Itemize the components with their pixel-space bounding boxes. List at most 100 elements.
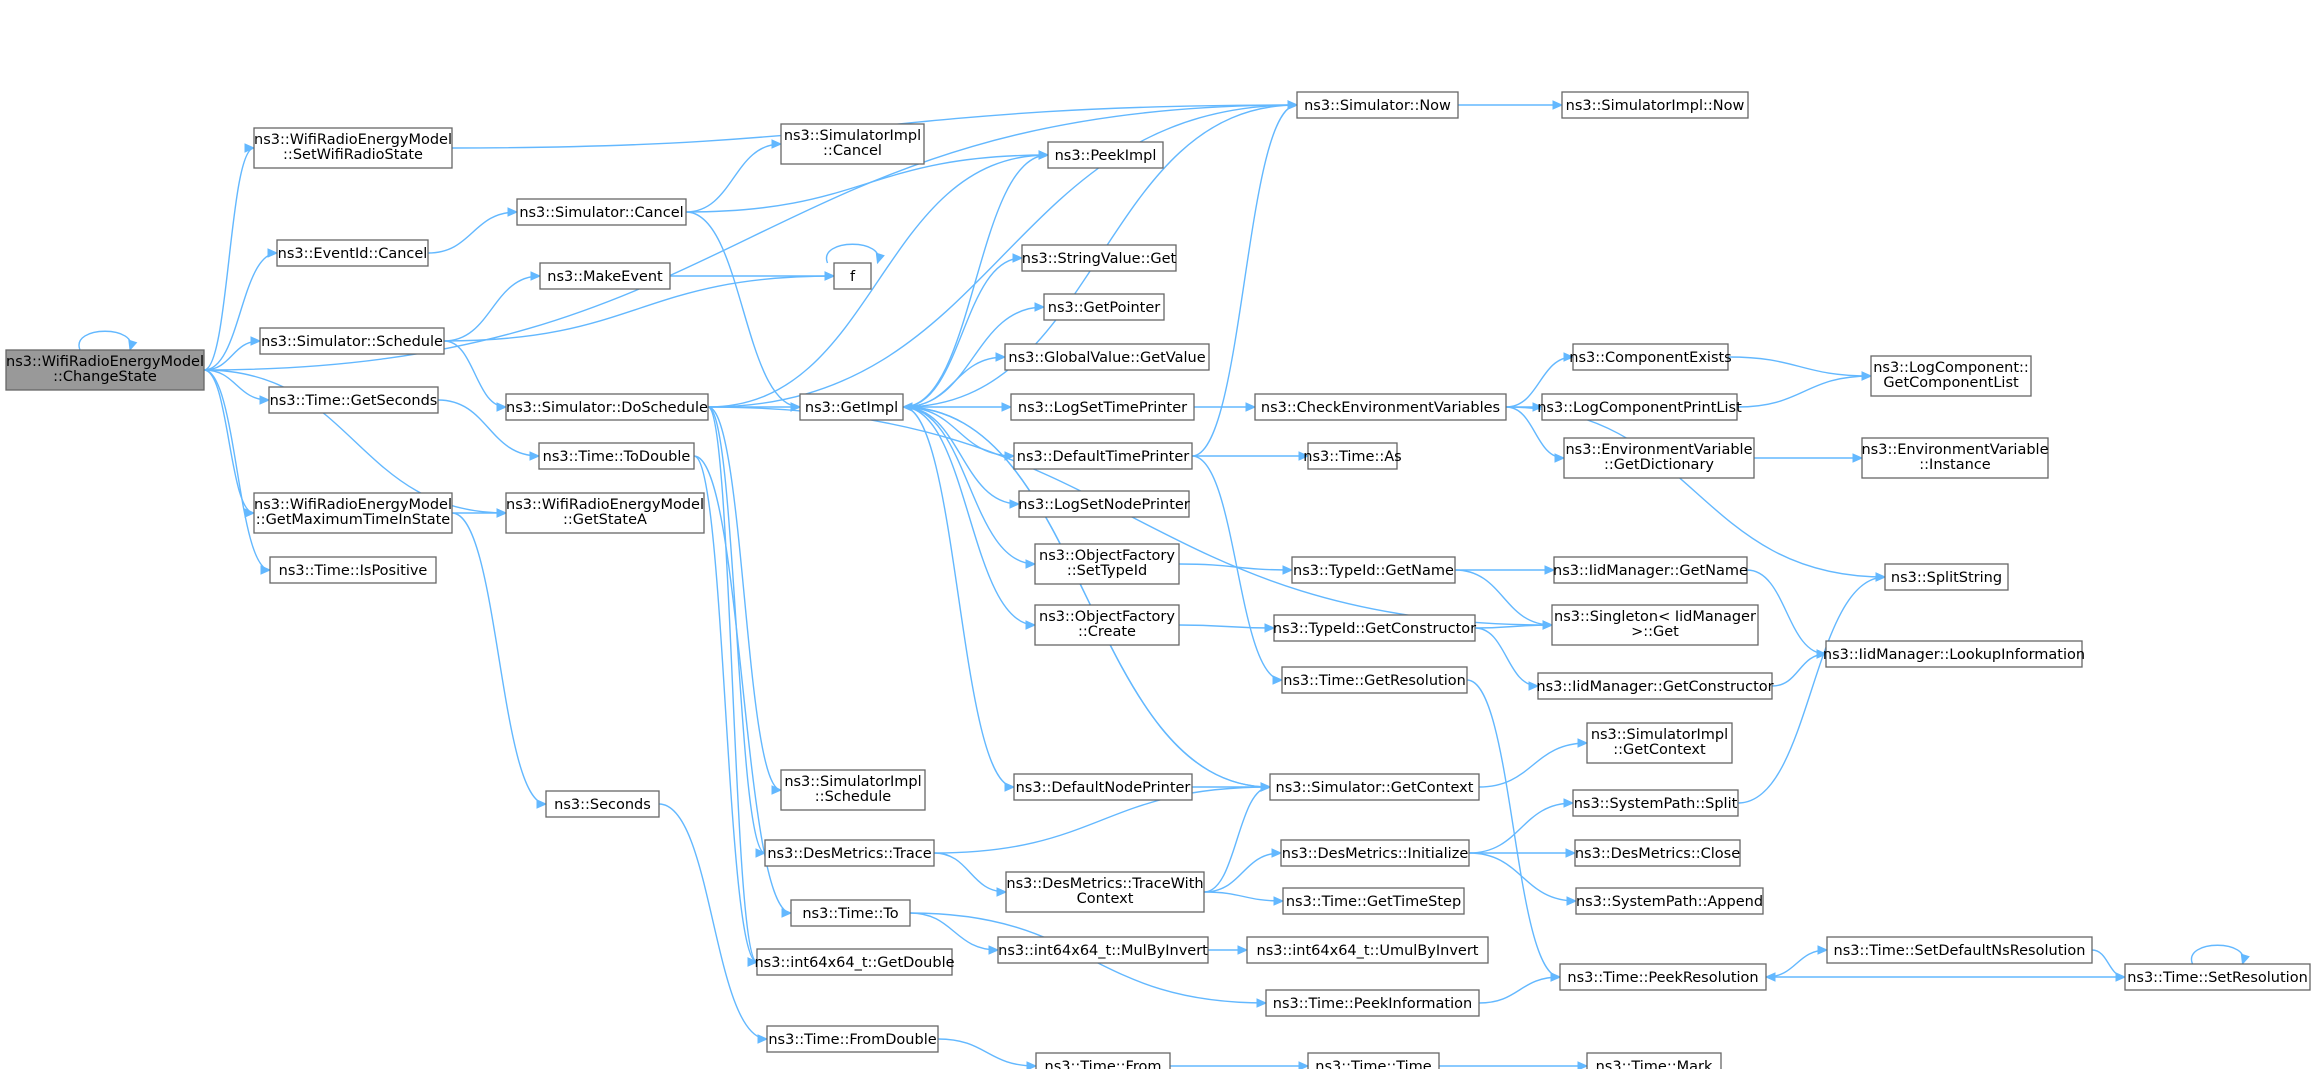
node-logcompprint[interactable]: ns3::LogComponentPrintList: [1537, 393, 1742, 421]
node-getpointer[interactable]: ns3::GetPointer: [1043, 293, 1165, 321]
node-makeevent[interactable]: ns3::MakeEvent: [539, 262, 671, 290]
node-sysappend[interactable]: ns3::SystemPath::Append: [1575, 887, 1764, 915]
node-lookupinfo[interactable]: ns3::IidManager::LookupInformation: [1823, 640, 2085, 668]
node-label: GetComponentList: [1883, 375, 2019, 391]
edge-arrowhead: [995, 352, 1007, 362]
edge-line: [443, 275, 835, 342]
node-timeto[interactable]: ns3::Time::To: [790, 899, 911, 927]
edge-simgetctx-to-getimpl: [901, 402, 1271, 788]
node-getseconds[interactable]: ns3::Time::GetSeconds: [268, 386, 439, 414]
node-gettimestep[interactable]: ns3::Time::GetTimeStep: [1282, 887, 1465, 915]
edge-arrowhead: [781, 908, 793, 918]
node-envdict[interactable]: ns3::EnvironmentVariable::GetDictionary: [1563, 437, 1755, 479]
node-logsettime[interactable]: ns3::LogSetTimePrinter: [1010, 393, 1195, 421]
edge-line: [902, 406, 1036, 626]
node-peekimpl[interactable]: ns3::PeekImpl: [1047, 141, 1164, 169]
node-typeidgetctor[interactable]: ns3::TypeId::GetConstructor: [1273, 614, 1476, 642]
edge-doschedule-to-peekimpl: [707, 150, 1050, 408]
node-getdouble[interactable]: ns3::int64x64_t::GetDouble: [754, 948, 955, 976]
node-iidgetname[interactable]: ns3::IidManager::GetName: [1553, 556, 1748, 584]
node-box: [1307, 1052, 1440, 1069]
node-getstatea[interactable]: ns3::WifiRadioEnergyModel::GetStateA: [505, 492, 705, 534]
node-doschedule[interactable]: ns3::Simulator::DoSchedule: [505, 393, 709, 421]
node-eventcancel[interactable]: ns3::EventId::Cancel: [276, 239, 429, 267]
node-timetime[interactable]: ns3::Time::Time: [1307, 1052, 1440, 1069]
node-schedule[interactable]: ns3::Simulator::Schedule: [259, 327, 445, 355]
node-mulbyinvert[interactable]: ns3::int64x64_t::MulByInvert: [997, 936, 1209, 964]
edge-timetime-to-timemark: [1439, 1061, 1589, 1069]
node-objcreate[interactable]: ns3::ObjectFactory::Create: [1034, 604, 1180, 646]
node-singleton[interactable]: ns3::Singleton< IidManager>::Get: [1551, 604, 1759, 646]
node-setres[interactable]: ns3::Time::SetResolution: [2124, 963, 2311, 991]
node-simgetctx[interactable]: ns3::Simulator::GetContext: [1269, 773, 1480, 801]
node-iidgetctor[interactable]: ns3::IidManager::GetConstructor: [1536, 672, 1774, 700]
node-root[interactable]: ns3::WifiRadioEnergyModel::ChangeState: [5, 349, 205, 391]
edge-arrowhead: [1012, 253, 1024, 263]
edge-syssplit-to-splitstring: [1737, 572, 1887, 804]
node-envinst[interactable]: ns3::EnvironmentVariable::Instance: [1861, 437, 2049, 479]
node-timefrom[interactable]: ns3::Time::From: [1035, 1052, 1171, 1069]
edge-line: [443, 275, 541, 342]
edge-peekres-to-setdefns: [1765, 945, 1829, 978]
node-box: [1861, 437, 2049, 479]
node-setwifi[interactable]: ns3::WifiRadioEnergyModel::SetWifiRadioS…: [253, 127, 453, 169]
node-ispositive[interactable]: ns3::Time::IsPositive: [269, 556, 437, 584]
edge-root-to-getmax: [203, 369, 256, 518]
edge-deftimeprinter-to-getresolution: [1191, 455, 1284, 685]
node-peekinfo[interactable]: ns3::Time::PeekInformation: [1265, 989, 1480, 1017]
node-setdefns[interactable]: ns3::Time::SetDefaultNsResolution: [1826, 936, 2093, 964]
node-todouble[interactable]: ns3::Time::ToDouble: [538, 442, 695, 470]
node-peekres[interactable]: ns3::Time::PeekResolution: [1559, 963, 1767, 991]
node-splitstring[interactable]: ns3::SplitString: [1884, 563, 2009, 591]
node-destrace[interactable]: ns3::DesMetrics::Trace: [764, 839, 935, 867]
edge-getimpl-to-defnodeprinter: [902, 406, 1016, 792]
node-box: [1034, 543, 1180, 585]
node-umulbyinvert[interactable]: ns3::int64x64_t::UmulByInvert: [1246, 936, 1489, 964]
node-label: ::Instance: [1919, 457, 1991, 473]
edge-line: [685, 154, 1049, 213]
node-desclose[interactable]: ns3::DesMetrics::Close: [1574, 839, 1741, 867]
node-defnodeprinter[interactable]: ns3::DefaultNodePrinter: [1013, 773, 1193, 801]
node-implnow[interactable]: ns3::SimulatorImpl::Now: [1561, 91, 1749, 119]
edge-arrowhead: [901, 402, 913, 412]
node-syssplit[interactable]: ns3::SystemPath::Split: [1572, 789, 1739, 817]
node-fromdouble[interactable]: ns3::Time::FromDouble: [766, 1025, 939, 1053]
node-getresolution[interactable]: ns3::Time::GetResolution: [1281, 666, 1468, 694]
edge-arrowhead: [1298, 1061, 1310, 1069]
edge-line: [707, 406, 782, 791]
node-typeidgetname[interactable]: ns3::TypeId::GetName: [1291, 556, 1456, 584]
node-objsettypeid[interactable]: ns3::ObjectFactory::SetTypeId: [1034, 543, 1180, 585]
node-globalget[interactable]: ns3::GlobalValue::GetValue: [1004, 343, 1210, 371]
node-box: [1265, 989, 1480, 1017]
node-compexists[interactable]: ns3::ComponentExists: [1569, 343, 1732, 371]
node-desinit[interactable]: ns3::DesMetrics::Initialize: [1280, 839, 1470, 867]
node-strget[interactable]: ns3::StringValue::Get: [1021, 244, 1177, 272]
node-getimpl[interactable]: ns3::GetImpl: [799, 393, 904, 421]
node-f[interactable]: f: [833, 262, 872, 290]
node-seconds[interactable]: ns3::Seconds: [545, 790, 660, 818]
edge-arrowhead: [1264, 623, 1276, 633]
node-now[interactable]: ns3::Simulator::Now: [1296, 91, 1459, 119]
node-implgetctx[interactable]: ns3::SimulatorImpl::GetContext: [1586, 722, 1733, 764]
node-label: ns3::int64x64_t::GetDouble: [754, 955, 954, 971]
node-getcomplist[interactable]: ns3::LogComponent::GetComponentList: [1870, 355, 2032, 397]
edge-fromdouble-to-timefrom: [937, 1038, 1038, 1069]
edge-deftimeprinter-to-timeas: [1192, 451, 1310, 461]
node-implcancel[interactable]: ns3::SimulatorImpl::Cancel: [780, 123, 925, 165]
node-logsetnode[interactable]: ns3::LogSetNodePrinter: [1018, 490, 1190, 518]
node-timemark[interactable]: ns3::Time::Mark: [1586, 1052, 1722, 1069]
node-implschedule[interactable]: ns3::SimulatorImpl::Schedule: [780, 769, 926, 811]
edge-line: [902, 154, 1049, 408]
node-box: [1826, 936, 2093, 964]
node-getmax[interactable]: ns3::WifiRadioEnergyModel::GetMaximumTim…: [253, 492, 453, 534]
node-deftimeprinter[interactable]: ns3::DefaultTimePrinter: [1013, 442, 1193, 470]
node-label: ns3::TypeId::GetConstructor: [1273, 621, 1476, 637]
node-timeas[interactable]: ns3::Time::As: [1303, 442, 1402, 470]
node-label: ns3::WifiRadioEnergyModel: [506, 497, 704, 513]
edge-setres-to-setres: [2190, 944, 2250, 966]
node-checkenv[interactable]: ns3::CheckEnvironmentVariables: [1254, 393, 1507, 421]
node-label: Context: [1077, 891, 1134, 907]
node-box: [1273, 614, 1476, 642]
node-simcancel[interactable]: ns3::Simulator::Cancel: [516, 198, 687, 226]
